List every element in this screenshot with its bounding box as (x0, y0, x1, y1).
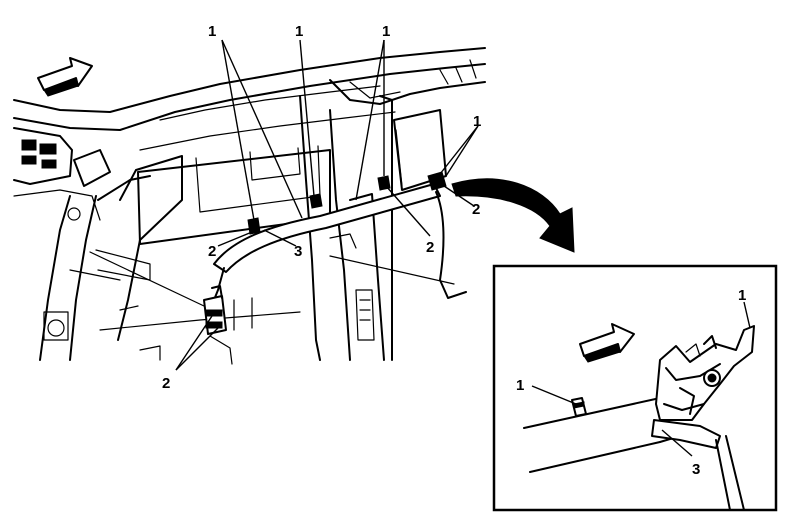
leader-lines-1 (221, 39, 479, 221)
lower-bracket (651, 419, 745, 511)
callout-2: 2 (162, 375, 170, 392)
inset-leader-3 (661, 429, 693, 457)
inset-callout-1: 1 (738, 287, 746, 304)
leader-line-3 (263, 229, 297, 247)
callout-1: 1 (382, 23, 390, 40)
forward-arrow-icon (579, 323, 635, 363)
callout-3: 3 (294, 243, 302, 260)
vehicle-interior-view: 1 1 1 1 2 2 2 2 3 (13, 23, 486, 392)
curved-arrow-icon (451, 178, 575, 253)
inset-callout-3: 3 (692, 461, 700, 478)
callout-2: 2 (472, 201, 480, 218)
inset-leader-1 (743, 301, 751, 329)
leader-lines-2 (175, 185, 475, 371)
callout-2: 2 (208, 243, 216, 260)
callout-1: 1 (295, 23, 303, 40)
forward-arrow-icon (37, 57, 93, 97)
inflator (203, 285, 227, 335)
callout-1: 1 (208, 23, 216, 40)
inset-callout-1: 1 (516, 377, 524, 394)
mounting-bracket (655, 325, 755, 421)
retaining-clip (571, 397, 587, 417)
callout-1: 1 (473, 113, 481, 130)
callout-2: 2 (426, 239, 434, 256)
detail-inset: 1 1 3 (492, 264, 778, 512)
dashboard (13, 127, 111, 221)
inset-leader-1 (531, 385, 577, 405)
